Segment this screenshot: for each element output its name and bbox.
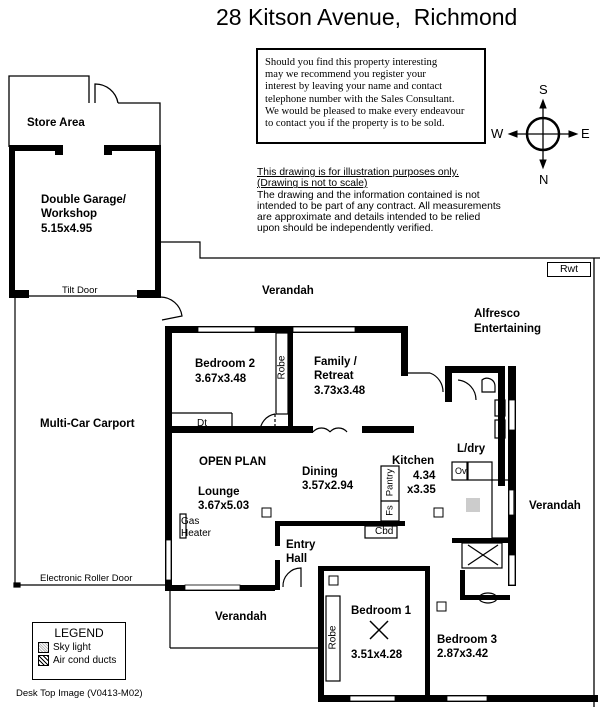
footer-caption: Desk Top Image (V0413-M02) xyxy=(16,688,143,699)
disclaimer-subheading: (Drawing is not to scale) xyxy=(257,178,368,190)
pantry-label: Pantry xyxy=(384,468,396,497)
fs-label: Fs xyxy=(384,505,396,516)
oven-label: Ov xyxy=(455,466,467,476)
lounge-label: Lounge xyxy=(198,486,240,498)
air-cond-duct-icon xyxy=(328,575,339,586)
ceiling-fan-icon xyxy=(369,620,389,640)
compass-east: E xyxy=(581,126,590,141)
cbd-label: Cbd xyxy=(375,526,394,537)
notice-line: Should you find this property interestin… xyxy=(265,57,438,68)
notice-line: to contact you if the property is to be … xyxy=(265,118,445,130)
garage-label: Double Garage/ xyxy=(41,194,126,206)
legend-item: Air cond ducts xyxy=(38,655,125,666)
notice-line: may we recommend you register your xyxy=(265,69,426,81)
notice-line: telephone number with the Sales Consulta… xyxy=(265,93,455,105)
legend-item-label: Sky light xyxy=(53,642,91,653)
bedroom3-dims: 2.87x3.42 xyxy=(437,648,489,660)
windows xyxy=(165,326,516,702)
dt-label: Dt xyxy=(197,418,207,429)
rwt-label: Rwt xyxy=(547,262,591,277)
sky-light-icon xyxy=(466,498,480,512)
air-cond-duct-icons xyxy=(261,507,447,612)
bedroom3-label: Bedroom 3 xyxy=(437,634,498,646)
store-area-label: Store Area xyxy=(27,117,85,129)
bedroom2-dims: 3.67x3.48 xyxy=(195,373,247,385)
carport-label: Multi-Car Carport xyxy=(40,418,135,430)
roller-door-label: Electronic Roller Door xyxy=(40,573,133,584)
notice-line: We would be pleased to make every endeav… xyxy=(265,105,465,117)
entry-label-2: Hall xyxy=(286,553,308,565)
air-cond-duct-icon xyxy=(261,507,272,518)
robe-label: Robe xyxy=(276,355,288,380)
family-label: Family / xyxy=(314,356,357,368)
air-cond-duct-icon xyxy=(436,601,447,612)
verandah-top-label: Verandah xyxy=(262,285,314,297)
store-area-outline xyxy=(8,75,161,147)
kitchen-label: Kitchen xyxy=(392,455,435,467)
gas-heater-label-2: Heater xyxy=(181,528,212,539)
family-label-2: Retreat xyxy=(314,370,354,382)
open-plan-label: OPEN PLAN xyxy=(199,456,267,468)
legend-item: Sky light xyxy=(38,642,125,653)
air-cond-duct-icon xyxy=(433,507,444,518)
legend: LEGEND Sky light Air cond ducts xyxy=(32,622,126,680)
carport-outline xyxy=(13,298,165,588)
bedroom1-dims: 3.51x4.28 xyxy=(351,649,403,661)
notice-line: interest by leaving your name and contac… xyxy=(265,81,443,93)
robe2-label: Robe xyxy=(327,625,339,650)
verandah-bottom-label: Verandah xyxy=(215,611,267,623)
interior-lines xyxy=(169,332,515,682)
verandah-right-label: Verandah xyxy=(529,500,581,512)
entry-label: Entry xyxy=(286,539,316,551)
dining-dims: 3.57x2.94 xyxy=(302,480,354,492)
air-cond-duct-icon xyxy=(38,655,49,666)
garage-dims: 5.15x4.95 xyxy=(41,223,93,235)
alfresco-label-2: Entertaining xyxy=(474,323,542,335)
page-title: 28 Kitson Avenue, Richmond xyxy=(216,4,518,30)
bedroom2-label: Bedroom 2 xyxy=(195,358,256,370)
gas-heater-label: Gas xyxy=(181,516,200,527)
disclaimer: This drawing is for illustration purpose… xyxy=(257,167,502,235)
dining-label: Dining xyxy=(302,466,338,478)
family-dims: 3.73x3.48 xyxy=(314,385,366,397)
notice-box: Should you find this property interestin… xyxy=(256,48,486,144)
lounge-dims: 3.67x5.03 xyxy=(198,500,250,512)
garage-label-2: Workshop xyxy=(41,208,98,220)
alfresco-label: Alfresco xyxy=(474,308,521,320)
compass-north: N xyxy=(539,172,549,187)
bedroom1-label: Bedroom 1 xyxy=(351,605,412,617)
kitchen-dims: 4.34 xyxy=(413,470,436,482)
laundry-label: L/dry xyxy=(457,443,486,455)
kitchen-dims-2: x3.35 xyxy=(407,484,436,496)
disclaimer-body: The drawing and the information containe… xyxy=(257,189,501,235)
compass-icon xyxy=(507,98,579,170)
disclaimer-heading: This drawing is for illustration purpose… xyxy=(257,167,459,178)
compass-south: S xyxy=(539,82,548,97)
compass-west: W xyxy=(491,126,504,141)
legend-heading: LEGEND xyxy=(54,626,104,640)
garage-details xyxy=(29,185,600,321)
legend-item-label: Air cond ducts xyxy=(53,655,117,666)
sky-light-icon xyxy=(38,642,49,653)
garage-walls xyxy=(9,145,161,298)
tilt-door-label: Tilt Door xyxy=(62,285,98,296)
